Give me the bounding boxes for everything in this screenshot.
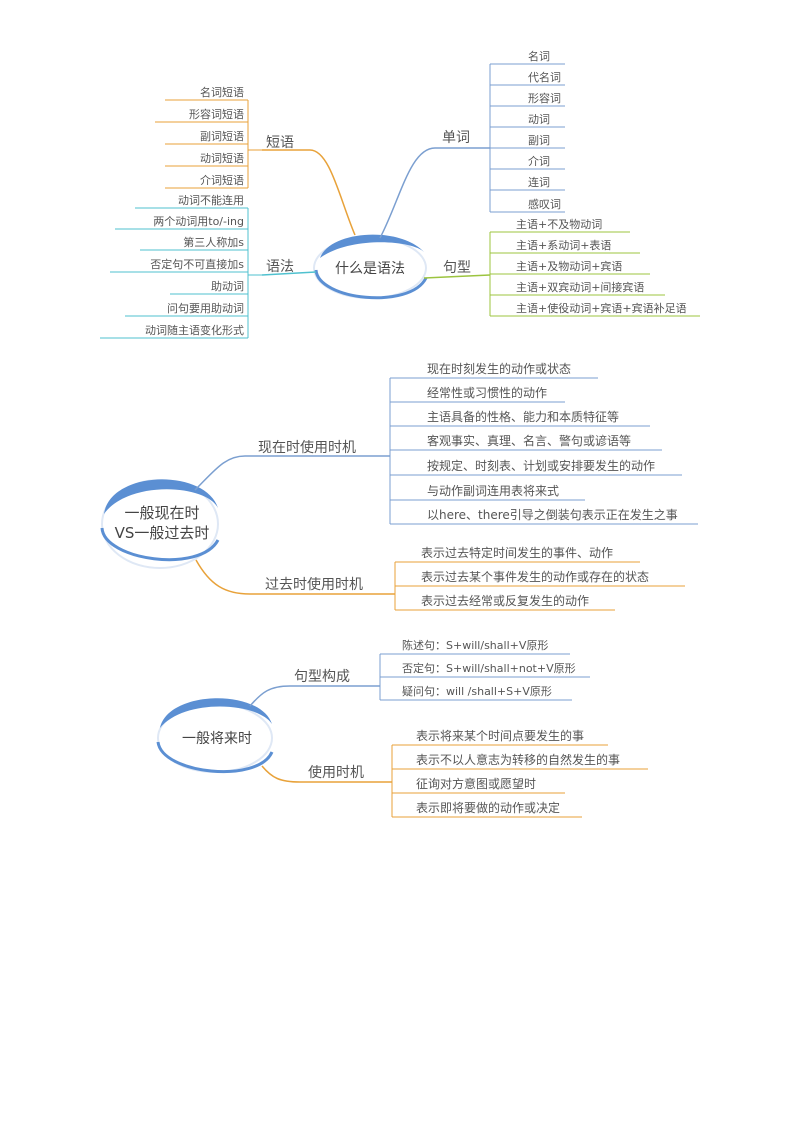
past-items: 表示过去特定时间发生的事件、动作 表示过去某个事件发生的动作或存在的状态 表示过…	[395, 545, 685, 611]
grammar-items: 动词不能连用 两个动词用to/-ing 第三人称加s 否定句不可直接加s 助动词…	[100, 193, 248, 339]
map1: 什么是语法 短语 名词短语 形容词短语 副词短语 动词短语 介词短语	[100, 49, 700, 339]
leaf-structure[interactable]: 疑问句：will /shall+S+V原形	[402, 685, 552, 698]
map2-branch-present: 现在时使用时机 现在时刻发生的动作或状态 经常性或习惯性的动作 主语具备的性格、…	[194, 361, 698, 525]
leaf-present[interactable]: 与动作副词连用表将来式	[427, 483, 559, 498]
leaf-word[interactable]: 形容词	[528, 91, 561, 105]
leaf-usage[interactable]: 表示不以人意志为转移的自然发生的事	[416, 752, 620, 767]
leaf-past[interactable]: 表示过去经常或反复发生的动作	[421, 593, 589, 608]
leaf-word[interactable]: 感叹词	[528, 198, 561, 211]
branch-label-patterns[interactable]: 句型	[443, 260, 471, 276]
leaf-present[interactable]: 以here、there引导之倒装句表示正在发生之事	[427, 507, 678, 522]
map2: 一般现在时 VS一般过去时 现在时使用时机 现在时刻发生的动作或状态 经常性或习…	[100, 361, 698, 611]
leaf-grammar[interactable]: 动词随主语变化形式	[145, 323, 244, 337]
map3-center-label: 一般将来时	[182, 731, 252, 747]
branch-label-words[interactable]: 单词	[442, 130, 470, 146]
map3: 一般将来时 句型构成 陈述句：S+will/shall+V原形 否定句：S+wi…	[156, 638, 648, 818]
branch-label-phrases[interactable]: 短语	[266, 135, 294, 151]
map1-branch-grammar: 语法 动词不能连用 两个动词用to/-ing 第三人称加s 否定句不可直接加s …	[100, 193, 317, 339]
leaf-usage[interactable]: 表示将来某个时间点要发生的事	[416, 728, 584, 743]
map2-center-node[interactable]: 一般现在时 VS一般过去时	[100, 479, 220, 569]
present-items: 现在时刻发生的动作或状态 经常性或习惯性的动作 主语具备的性格、能力和本质特征等…	[390, 361, 698, 525]
leaf-past[interactable]: 表示过去特定时间发生的事件、动作	[421, 545, 613, 560]
leaf-pattern[interactable]: 主语+双宾动词+间接宾语	[516, 280, 644, 294]
map2-center-line2: VS一般过去时	[115, 524, 210, 542]
branch-label-usage[interactable]: 使用时机	[308, 764, 364, 781]
leaf-word[interactable]: 代名词	[528, 70, 561, 84]
branch-label-present[interactable]: 现在时使用时机	[258, 439, 356, 456]
leaf-pattern[interactable]: 主语+使役动词+宾语+宾语补足语	[516, 301, 687, 315]
leaf-grammar[interactable]: 否定句不可直接加s	[150, 257, 244, 271]
leaf-grammar[interactable]: 动词不能连用	[178, 193, 244, 207]
leaf-pattern[interactable]: 主语+系动词+表语	[516, 238, 611, 252]
leaf-present[interactable]: 现在时刻发生的动作或状态	[427, 361, 571, 376]
leaf-word[interactable]: 介词	[528, 155, 550, 168]
leaf-usage[interactable]: 表示即将要做的动作或决定	[416, 800, 560, 815]
leaf-word[interactable]: 连词	[528, 176, 550, 189]
leaf-grammar[interactable]: 助动词	[211, 279, 244, 293]
usage-items: 表示将来某个时间点要发生的事 表示不以人意志为转移的自然发生的事 征询对方意图或…	[392, 728, 648, 818]
branch-label-grammar[interactable]: 语法	[266, 259, 294, 275]
map3-branch-structure: 句型构成 陈述句：S+will/shall+V原形 否定句：S+will/sha…	[249, 638, 590, 707]
leaf-word[interactable]: 副词	[528, 134, 550, 147]
leaf-phrase[interactable]: 名词短语	[200, 85, 244, 99]
branch-label-structure[interactable]: 句型构成	[294, 669, 350, 685]
leaf-phrase[interactable]: 副词短语	[200, 129, 244, 143]
map1-branch-patterns: 句型 主语+不及物动词 主语+系动词+表语 主语+及物动词+宾语 主语+双宾动词…	[423, 217, 700, 317]
map3-branch-usage: 使用时机 表示将来某个时间点要发生的事 表示不以人意志为转移的自然发生的事 征询…	[261, 728, 648, 818]
leaf-present[interactable]: 经常性或习惯性的动作	[427, 385, 547, 400]
leaf-pattern[interactable]: 主语+及物动词+宾语	[516, 259, 622, 273]
leaf-grammar[interactable]: 第三人称加s	[183, 235, 244, 249]
leaf-grammar[interactable]: 问句要用助动词	[167, 301, 244, 315]
leaf-word[interactable]: 动词	[528, 113, 550, 126]
leaf-structure[interactable]: 陈述句：S+will/shall+V原形	[402, 638, 548, 652]
map2-branch-past: 过去时使用时机 表示过去特定时间发生的事件、动作 表示过去某个事件发生的动作或存…	[195, 545, 685, 611]
patterns-items: 主语+不及物动词 主语+系动词+表语 主语+及物动词+宾语 主语+双宾动词+间接…	[490, 217, 700, 317]
leaf-past[interactable]: 表示过去某个事件发生的动作或存在的状态	[421, 569, 649, 584]
leaf-phrase[interactable]: 介词短语	[200, 173, 244, 187]
leaf-grammar[interactable]: 两个动词用to/-ing	[153, 215, 244, 228]
map2-center-line1: 一般现在时	[124, 504, 199, 522]
leaf-phrase[interactable]: 形容词短语	[189, 107, 244, 121]
map1-center-node[interactable]: 什么是语法	[313, 234, 428, 300]
leaf-present[interactable]: 客观事实、真理、名言、警句或谚语等	[427, 433, 631, 448]
leaf-word[interactable]: 名词	[528, 49, 550, 63]
map3-center-node[interactable]: 一般将来时	[156, 698, 274, 773]
leaf-present[interactable]: 按规定、时刻表、计划或安排要发生的动作	[427, 458, 655, 473]
phrases-items: 名词短语 形容词短语 副词短语 动词短语 介词短语	[155, 85, 248, 189]
map1-branch-words: 单词 名词 代名词 形容词 动词 副词 介词 连词 感叹词	[379, 49, 565, 239]
structure-items: 陈述句：S+will/shall+V原形 否定句：S+will/shall+no…	[380, 638, 590, 701]
map1-branch-phrases: 短语 名词短语 形容词短语 副词短语 动词短语 介词短语	[155, 85, 356, 236]
branch-label-past[interactable]: 过去时使用时机	[265, 576, 363, 593]
leaf-phrase[interactable]: 动词短语	[200, 151, 244, 165]
leaf-pattern[interactable]: 主语+不及物动词	[516, 217, 602, 231]
leaf-present[interactable]: 主语具备的性格、能力和本质特征等	[427, 409, 619, 424]
leaf-structure[interactable]: 否定句：S+will/shall+not+V原形	[402, 661, 576, 675]
map1-center-label: 什么是语法	[335, 261, 405, 277]
leaf-usage[interactable]: 征询对方意图或愿望时	[416, 776, 536, 791]
words-items: 名词 代名词 形容词 动词 副词 介词 连词 感叹词	[490, 49, 565, 213]
